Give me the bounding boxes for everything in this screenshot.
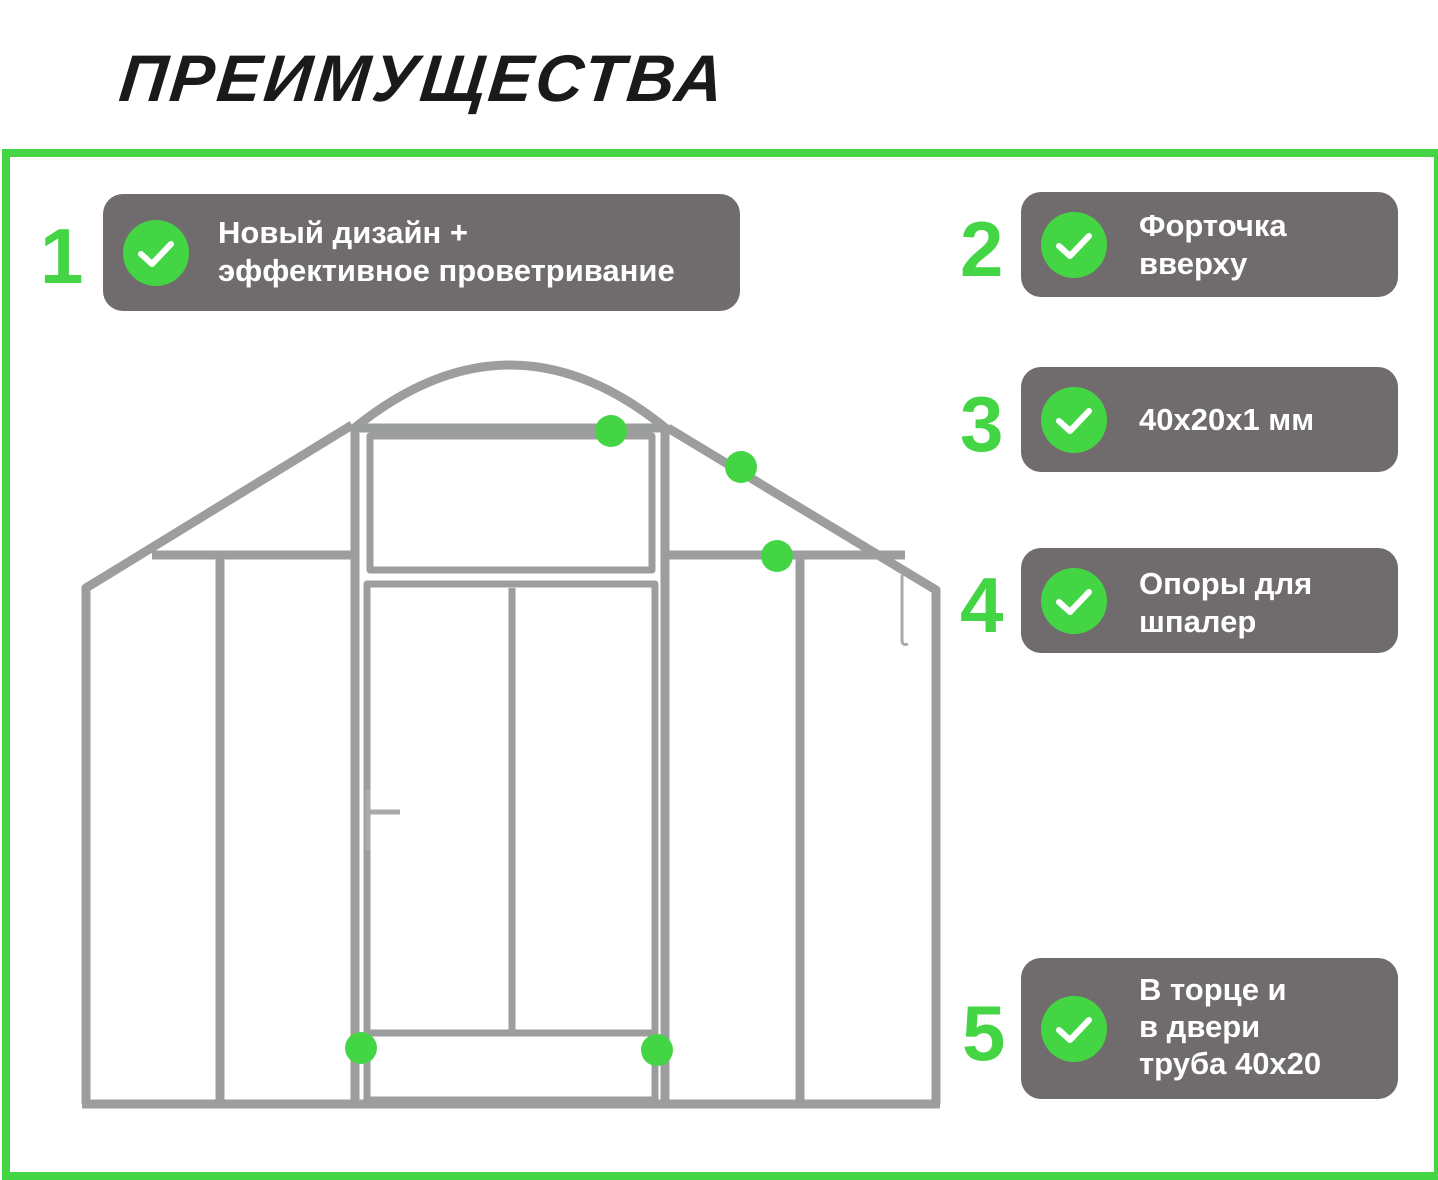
marker-dot <box>595 415 627 447</box>
feature-text-line: В торце и <box>1139 972 1287 1007</box>
feature-card-4: Опоры для шпалер <box>1021 548 1398 653</box>
check-icon <box>1041 387 1107 453</box>
feature-number: 4 <box>960 561 1004 649</box>
feature-number: 1 <box>40 212 84 300</box>
feature-text-line: эффективное проветривание <box>218 253 675 288</box>
check-icon <box>1041 996 1107 1062</box>
vent-window <box>366 432 656 574</box>
roof-arch <box>349 360 671 434</box>
feature-text-line: 40x20x1 мм <box>1139 402 1315 437</box>
marker-dot <box>345 1032 377 1064</box>
feature-number: 5 <box>962 989 1006 1077</box>
feature-card-2: Форточка вверху <box>1021 192 1398 297</box>
feature-text-line: Новый дизайн + <box>218 215 468 250</box>
feature-card-1: Новый дизайн + эффективное проветривание <box>103 194 740 311</box>
check-icon <box>1041 212 1107 278</box>
marker-dot <box>725 451 757 483</box>
door-posts <box>350 428 670 1104</box>
feature-text-line: вверху <box>1139 246 1248 281</box>
feature-card-3: 40x20x1 мм <box>1021 367 1398 472</box>
feature-text-line: Опоры для <box>1139 566 1313 601</box>
marker-dot <box>761 540 793 572</box>
feature-text-line: шпалер <box>1139 604 1257 639</box>
check-icon <box>1041 568 1107 634</box>
feature-number: 3 <box>960 380 1004 468</box>
door-handle-icon <box>365 790 400 850</box>
feature-text-line: труба 40x20 <box>1139 1046 1322 1081</box>
marker-dot <box>641 1034 673 1066</box>
feature-number: 2 <box>960 205 1004 293</box>
vent-hook-icon <box>900 575 909 646</box>
vertical-studs <box>215 558 805 1104</box>
left-roof-and-post <box>81 421 355 1104</box>
right-roof-and-post <box>665 424 941 1104</box>
feature-card-5: В торце и в двери труба 40x20 <box>1021 958 1398 1099</box>
feature-text-line: в двери <box>1139 1009 1261 1044</box>
check-icon <box>123 220 189 286</box>
feature-markers <box>345 415 793 1066</box>
door-mullions <box>367 588 655 1037</box>
feature-text-line: Форточка <box>1139 208 1287 243</box>
